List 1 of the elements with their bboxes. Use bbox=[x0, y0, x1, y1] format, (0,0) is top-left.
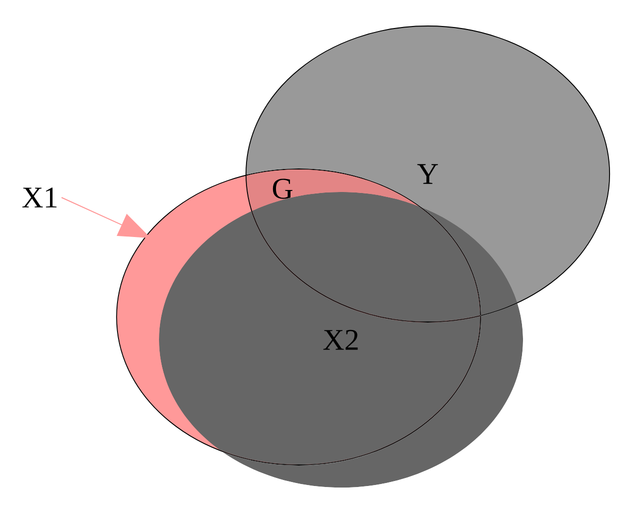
set-label: X1 bbox=[22, 188, 57, 208]
